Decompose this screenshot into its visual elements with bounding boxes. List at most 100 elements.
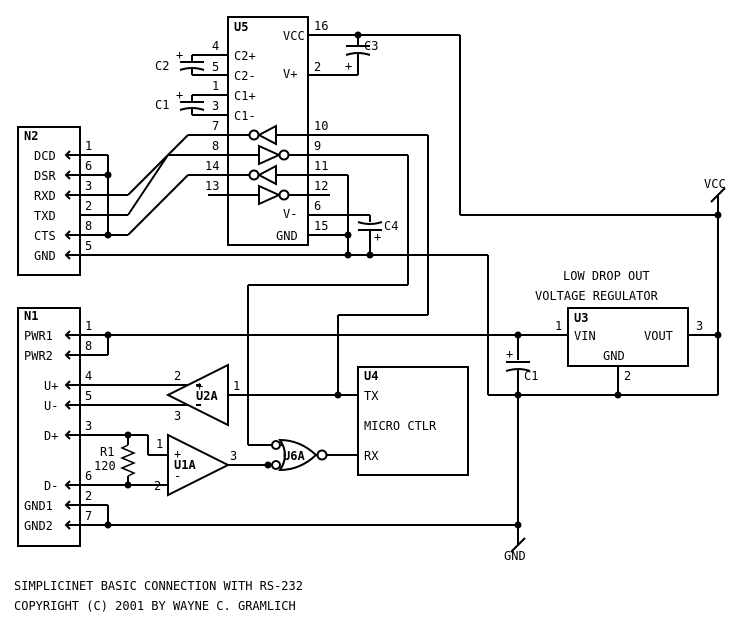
u4-chip-body (357, 366, 469, 476)
n2-pins: DCD 1 DSR 6 RXD 3 TXD 2 CTS 8 GND 5 (34, 139, 92, 263)
n1-pins: PWR1 1 PWR2 8 U+ 4 U- 5 D+ 3 D- 6 GND1 2… (24, 319, 92, 533)
n1-label: N1 (24, 309, 38, 323)
u1a-pin-plus: 1 (156, 437, 163, 451)
c2-plus: + (176, 48, 183, 62)
u5-signal-wires (247, 35, 718, 446)
u3-label: U3 (574, 311, 588, 325)
u1a-pin-out: 3 (230, 449, 237, 463)
n1-row-uplus-num: 4 (85, 369, 92, 383)
n2-row-rxd-label: RXD (34, 189, 56, 203)
c1-power-capacitor: C1 + (505, 335, 538, 545)
u3-pin-out: 3 (696, 319, 703, 333)
c2-capacitor: C2 + (155, 48, 208, 76)
n1-row-uminus-label: U- (44, 399, 58, 413)
u4-micro-label: MICRO CTLR (364, 419, 437, 433)
n2-row-dcd-num: 1 (85, 139, 92, 153)
u5-pin14-num: 14 (205, 159, 219, 173)
u3-title-line2: VOLTAGE REGULATOR (535, 289, 659, 303)
n1-row-uplus-label: U+ (44, 379, 58, 393)
n1-row-uminus-num: 5 (85, 389, 92, 403)
n2-row-txd-num: 2 (85, 199, 92, 213)
u1a-minus-sign: - (174, 469, 181, 483)
n2-row-cts-num: 8 (85, 219, 92, 233)
c3-capacitor: C3 + (308, 31, 460, 76)
n1-connector-body (17, 307, 81, 547)
u1a-opamp: 1 + - 2 3 U1A (154, 433, 272, 497)
gnd-label: GND (504, 549, 526, 563)
u3-title-line1: LOW DROP OUT (563, 269, 650, 283)
u5-pin13-num: 13 (205, 179, 219, 193)
u1a-label: U1A (174, 458, 196, 472)
junction-dot (614, 391, 622, 399)
gnd-symbol: GND (504, 537, 526, 563)
u1a-pin-minus: 2 (154, 479, 161, 493)
u5-pin7-num: 7 (212, 119, 219, 133)
u5-label: U5 (234, 20, 248, 34)
n1-row-pwr2-num: 8 (85, 339, 92, 353)
u2a-pin-plus: 2 (174, 369, 181, 383)
n1-row-gnd1-num: 2 (85, 489, 92, 503)
u2a-pin-minus: 3 (174, 409, 181, 423)
u3-vout-label: VOUT (644, 329, 673, 343)
u5-pin9-num: 9 (314, 139, 321, 153)
u5-pin6-num: 6 (314, 199, 321, 213)
n1-row-gnd2-num: 7 (85, 509, 92, 523)
u2a-pin-out: 1 (233, 379, 240, 393)
c1b-label: C1 (524, 369, 538, 383)
u2a-minus-sign: - (196, 397, 203, 411)
n1-row-pwr1-num: 1 (85, 319, 92, 333)
n2-row-cts-label: CTS (34, 229, 56, 243)
n2-row-gnd-label: GND (34, 249, 56, 263)
n1-row-pwr1-label: PWR1 (24, 329, 53, 343)
u2a-label: U2A (196, 389, 218, 403)
u6a-label: U6A (283, 449, 305, 463)
u6a-nor-gate: U6A (268, 438, 358, 472)
u5-pin3-label: C1- (234, 109, 256, 123)
u3-gnd-label: GND (603, 349, 625, 363)
c3-label: C3 (364, 39, 378, 53)
c3-plus: + (345, 59, 352, 73)
u5-left-pins: 4 C2+ 5 C2- 1 C1+ 3 C1- 7 8 14 13 (205, 39, 256, 193)
c1-plus: + (176, 88, 183, 102)
u5-right-pins: VCC 16 V+ 2 10 9 11 12 V- 6 GND 15 (276, 19, 328, 243)
n2-row-txd-label: TXD (34, 209, 56, 223)
n2-wires (64, 134, 408, 260)
u5-pin12-num: 12 (314, 179, 328, 193)
u1a-plus-sign: + (174, 447, 181, 461)
n1-row-gnd1-label: GND1 (24, 499, 53, 513)
u3-vin-label: VIN (574, 329, 596, 343)
schematic-title: SIMPLICINET BASIC CONNECTION WITH RS-232 (14, 579, 303, 593)
u5-pin5-num: 5 (212, 60, 219, 74)
n2-row-dsr-label: DSR (34, 169, 56, 183)
c1-pump-capacitor: C1 + (155, 88, 208, 116)
u5-pin4-num: 4 (212, 39, 219, 53)
c1b-plus: + (506, 347, 513, 361)
c1-label: C1 (155, 98, 169, 112)
u5-pin15-num: 15 (314, 219, 328, 233)
schematic-copyright: COPYRIGHT (C) 2001 BY WAYNE C. GRAMLICH (14, 599, 296, 613)
u5-pin11-num: 11 (314, 159, 328, 173)
n1-row-dminus-num: 6 (85, 469, 92, 483)
r1-value: 120 (94, 459, 116, 473)
c4-capacitor: C4 + (308, 214, 398, 255)
u5-pin1-label: C1+ (234, 89, 256, 103)
u3-pin-in: 1 (555, 319, 562, 333)
u5-pin10-num: 10 (314, 119, 328, 133)
n2-row-dcd-label: DCD (34, 149, 56, 163)
n1-row-gnd2-label: GND2 (24, 519, 53, 533)
u5-pin1-num: 1 (212, 79, 219, 93)
u5-pin15-label: GND (276, 229, 298, 243)
u4-rx-label: RX (364, 449, 379, 463)
u5-pin2-label: V+ (283, 67, 297, 81)
u3-pin-gnd: 2 (624, 369, 631, 383)
u2a-opamp: 2 + - 3 1 U2A (165, 363, 358, 427)
n2-row-dsr-num: 6 (85, 159, 92, 173)
n1-wires (64, 330, 568, 530)
c2-label: C2 (155, 59, 169, 73)
junction-dot (344, 231, 352, 239)
u4-label: U4 (364, 369, 378, 383)
vcc-label: VCC (704, 177, 726, 191)
u5-pin6-label: V- (283, 207, 297, 221)
